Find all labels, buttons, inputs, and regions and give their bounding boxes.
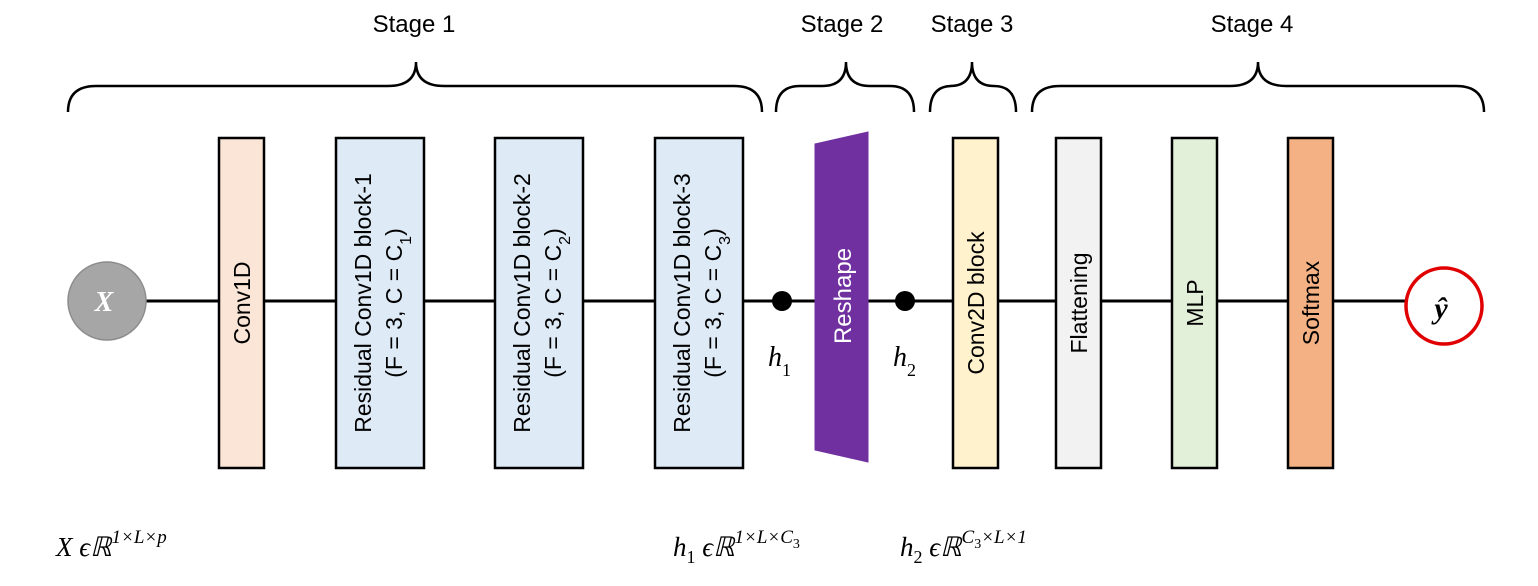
stage4-brace: [1030, 61, 1486, 113]
mlp-label: MLP: [1182, 279, 1208, 326]
residual-block-1: [334, 136, 426, 470]
residual-block-2-title: Residual Conv1D block-2: [509, 173, 535, 433]
stage4-label: Stage 4: [1211, 11, 1294, 38]
residual-block-1-params: (F = 3, C = C1): [381, 228, 415, 378]
h1-node: [772, 291, 792, 311]
residual-block-3-title: Residual Conv1D block-3: [669, 173, 695, 433]
stage1-brace: [66, 61, 764, 113]
h1-node-label: h1: [768, 342, 791, 380]
flattening-label: Flattening: [1066, 252, 1092, 353]
flattening-block: [1054, 136, 1103, 470]
output-symbol: ŷ: [1431, 292, 1448, 325]
residual-block-3-params: (F = 3, C = C3): [700, 228, 734, 378]
h2-node-label: h2: [893, 342, 916, 380]
input-symbol: X: [94, 287, 115, 318]
residual-block-2-params: (F = 3, C = C2): [540, 228, 574, 378]
h2-node: [895, 291, 915, 311]
stage3-label: Stage 3: [931, 11, 1014, 38]
h1-annotation: h1 ϵℝ1×L×C3: [673, 527, 800, 567]
h2-annotation: h2 ϵℝC3×L×1: [900, 527, 1027, 567]
reshape-label: Reshape: [830, 248, 857, 344]
output-node: [1404, 266, 1484, 346]
stage1-label: Stage 1: [373, 11, 456, 38]
reshape-block: [814, 131, 869, 463]
softmax-block: [1286, 136, 1335, 470]
residual-block-2: [493, 136, 585, 470]
input-node: [67, 261, 147, 341]
residual-block-3: [653, 136, 745, 470]
stage2-brace: [774, 61, 916, 113]
mlp-block: [1170, 136, 1219, 470]
conv1d-block: [217, 136, 266, 470]
conv2d-block: [951, 136, 1000, 470]
x-annotation: X ϵℝ1×L×p: [55, 527, 167, 562]
conv2d-label: Conv2D block: [963, 231, 989, 375]
softmax-label: Softmax: [1298, 260, 1324, 345]
conv1d-label: Conv1D: [229, 261, 255, 344]
stage2-label: Stage 2: [801, 11, 884, 38]
stage3-brace: [928, 61, 1018, 113]
residual-block-1-title: Residual Conv1D block-1: [350, 173, 376, 433]
